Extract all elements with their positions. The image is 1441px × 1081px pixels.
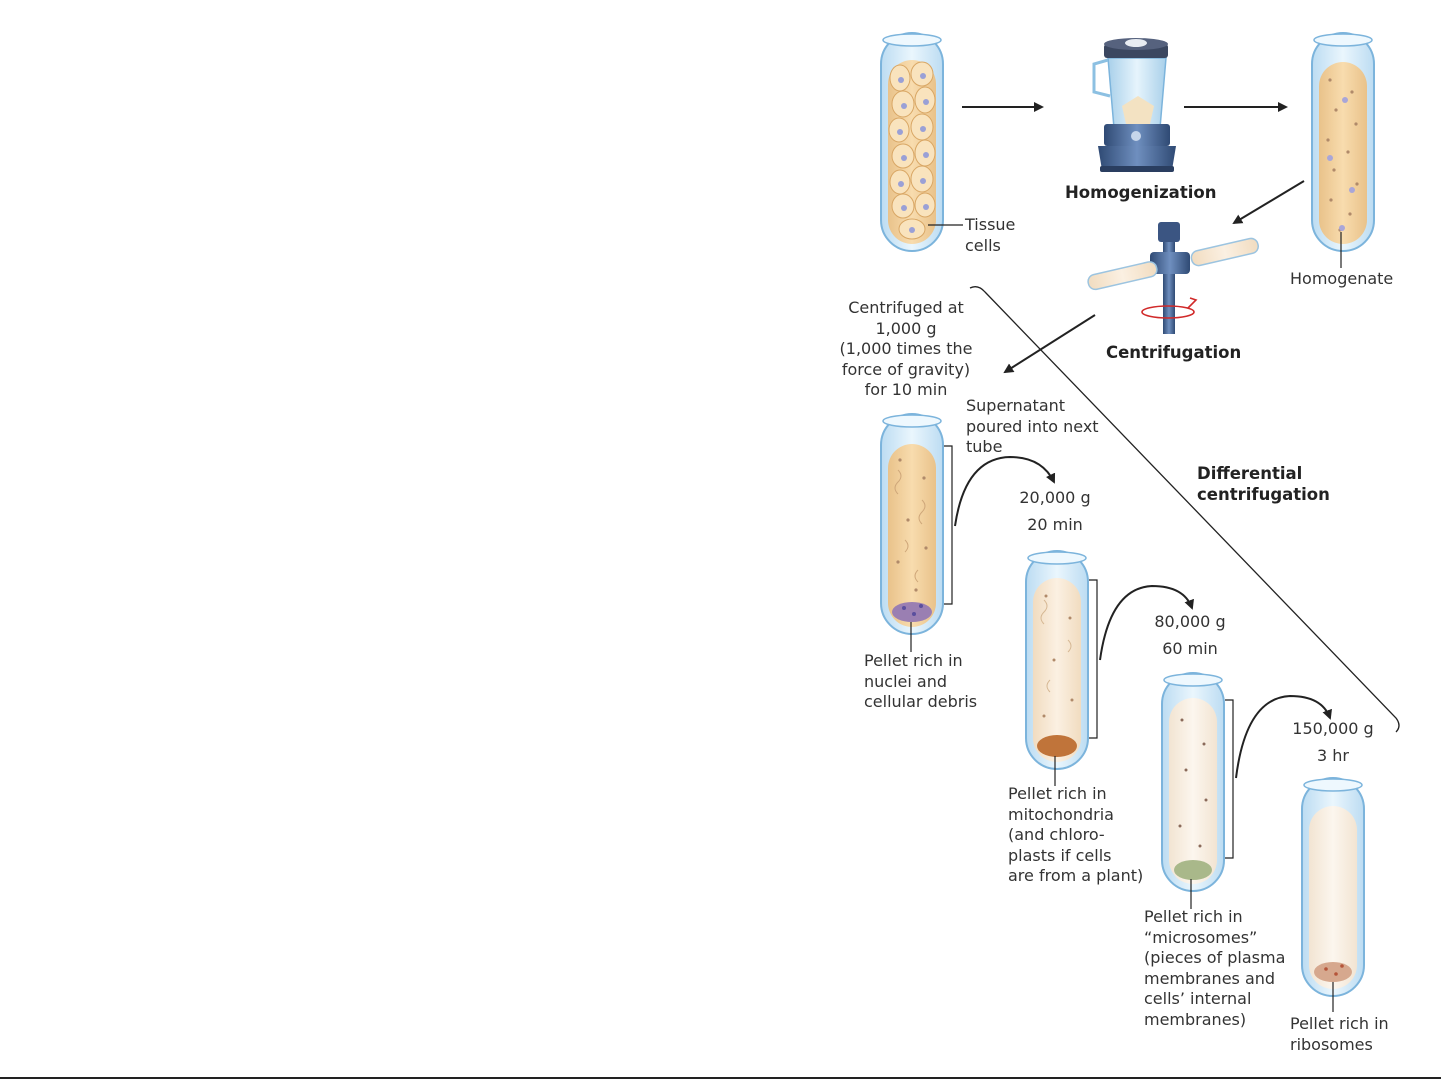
pellet1-label: Pellet rich in nuclei and cellular debri…	[864, 651, 978, 711]
step4-time-label: 3 hr	[1317, 746, 1349, 765]
centrifuged-at-label: Centrifuged at 1,000 g (1,000 times the …	[839, 298, 973, 399]
tube-1000g	[880, 413, 953, 652]
blender-icon	[1092, 38, 1176, 172]
tissue-cells-tube	[880, 32, 963, 252]
pellet2-label: Pellet rich in mitochondria (and chloro-…	[1008, 784, 1144, 885]
pour-arrow-1	[954, 455, 1056, 527]
arrow-to-centrifuge	[1232, 180, 1305, 225]
differential-centrifugation-line	[969, 286, 1400, 733]
homogenate-tube	[1311, 32, 1375, 268]
bottom-rule	[0, 1077, 1441, 1079]
pour-arrow-2	[1099, 584, 1194, 661]
centrifugation-label: Centrifugation	[1106, 343, 1242, 362]
arrow-to-first-tube	[1003, 314, 1096, 374]
tube-20000g	[1025, 550, 1098, 786]
supernatant-label: Supernatant poured into next tube	[966, 396, 1099, 456]
step2-force-label: 20,000 g	[1019, 488, 1091, 507]
pellet4-label: Pellet rich in ribosomes	[1290, 1014, 1389, 1054]
tube-150000g	[1301, 777, 1365, 1012]
centrifuge-icon	[1087, 222, 1259, 334]
differential-centrifugation-label: Differential centrifugation	[1197, 464, 1330, 504]
step2-time-label: 20 min	[1027, 515, 1083, 534]
step4-force-label: 150,000 g	[1292, 719, 1374, 738]
step3-force-label: 80,000 g	[1154, 612, 1226, 631]
pellet3-label: Pellet rich in “microsomes” (pieces of p…	[1144, 907, 1286, 1029]
homogenization-label: Homogenization	[1065, 183, 1217, 202]
homogenate-label: Homogenate	[1290, 269, 1394, 288]
tube-80000g	[1161, 672, 1234, 909]
pour-arrow-3	[1235, 694, 1332, 779]
step3-time-label: 60 min	[1162, 639, 1218, 658]
